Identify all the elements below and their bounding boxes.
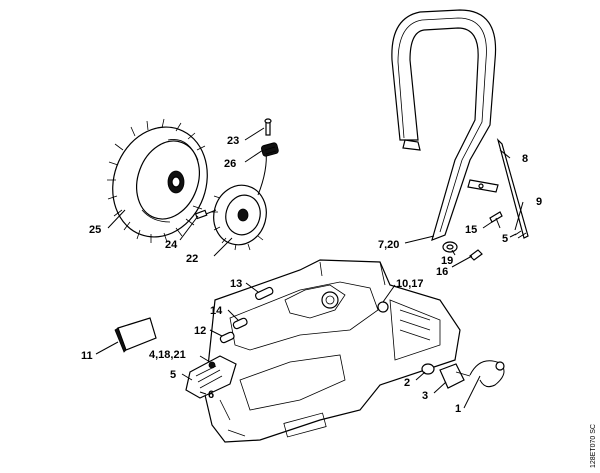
screw-15 <box>489 211 503 229</box>
callout-6: 6 <box>208 389 214 401</box>
callout-26: 26 <box>224 158 236 170</box>
callout-2: 2 <box>404 377 410 389</box>
nut-2 <box>421 363 435 375</box>
ignition-module <box>211 149 267 251</box>
pin-12 <box>219 331 235 344</box>
callout-23: 23 <box>227 135 239 147</box>
callout-15: 15 <box>465 224 477 236</box>
washer-19 <box>442 241 458 253</box>
callout-13: 13 <box>230 278 242 290</box>
callout-7-20: 7,20 <box>378 239 399 251</box>
callout-8: 8 <box>522 153 528 165</box>
handle-rod <box>467 138 529 239</box>
callout-5-upper: 5 <box>502 233 508 245</box>
callout-12: 12 <box>194 325 206 337</box>
cable-1 <box>469 360 505 388</box>
callout-16: 16 <box>436 266 448 278</box>
flywheel <box>107 118 208 243</box>
callout-24: 24 <box>165 239 178 251</box>
callout-9: 9 <box>536 196 542 208</box>
callout-5-lower: 5 <box>170 369 176 381</box>
pin-13 <box>254 286 274 301</box>
callout-19: 19 <box>441 255 453 267</box>
cover-11 <box>114 317 157 353</box>
callout-22: 22 <box>186 253 198 265</box>
callout-1: 1 <box>455 403 461 415</box>
crankcase-housing <box>204 259 461 443</box>
leader-lines <box>95 127 524 409</box>
handlebar <box>391 9 497 241</box>
callout-14: 14 <box>210 305 223 317</box>
pin-14 <box>232 317 248 330</box>
spring-assembly <box>185 355 237 399</box>
callout-11: 11 <box>81 350 93 362</box>
callout-3: 3 <box>422 390 428 402</box>
drawing-code: 128ET070 SC <box>590 424 597 468</box>
callout-10-17: 10,17 <box>396 278 424 290</box>
plug-3 <box>439 363 471 389</box>
callout-25: 25 <box>89 224 101 236</box>
callout-4-18-21: 4,18,21 <box>149 349 186 361</box>
spark-plug-terminal <box>260 118 279 157</box>
screw-24 <box>194 209 217 220</box>
screw-16 <box>469 249 483 261</box>
